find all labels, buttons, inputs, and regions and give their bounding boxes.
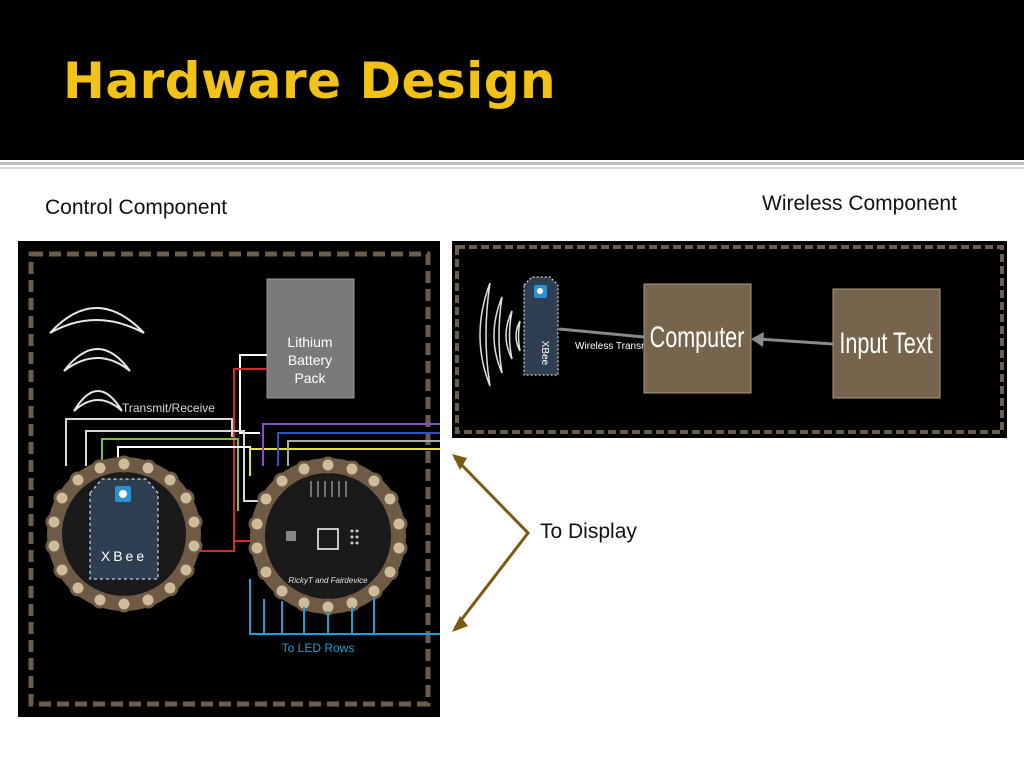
battery-label-line-1: Lithium: [287, 334, 332, 350]
board-label: RickyT and Fairdevice: [288, 576, 368, 585]
title-bar: Hardware Design: [0, 0, 1024, 160]
battery-pack: [266, 278, 355, 399]
dashed-border: [28, 251, 431, 707]
divider-line-secondary: [0, 167, 1024, 169]
dashed-border: [455, 245, 1004, 434]
transmit-receive-label: Transmit/Receive: [122, 401, 215, 415]
arrowhead: [751, 332, 764, 347]
transmit-waves-icon: [49, 307, 145, 412]
transmitter-link: [558, 327, 645, 339]
wireless-transmitter-label: Wireless Transmitter: [575, 341, 667, 352]
xbee-board: XBee: [45, 455, 203, 613]
to-display-label: To Display: [540, 520, 637, 543]
arrowhead-up-icon: [452, 454, 467, 470]
led-wires: [249, 579, 440, 635]
computer-label: Computer: [650, 319, 745, 353]
led-rows-label: To LED Rows: [282, 641, 355, 655]
microcontroller-board: RickyT and Fairdevice: [248, 456, 408, 616]
input-to-computer-arrow: [757, 337, 834, 346]
button-icon: [286, 531, 296, 541]
battery-label-line-2: Battery: [288, 352, 332, 368]
to-display-arrows: [452, 454, 530, 632]
divider-line: [0, 162, 1024, 165]
wireless-component-diagram: XBee Wireless Transmitter Computer Input…: [452, 241, 1007, 438]
xbee-label: XBee: [101, 548, 147, 564]
wireless-xbee-label: XBee: [539, 341, 550, 366]
input-text-box: [832, 288, 941, 399]
input-text-label: Input Text: [839, 325, 933, 359]
computer-box: [643, 283, 752, 394]
slide-title: Hardware Design: [63, 52, 557, 110]
arrowhead-down-icon: [452, 616, 468, 632]
battery-label-line-3: Pack: [294, 370, 326, 386]
wires: [65, 354, 440, 552]
control-component-label: Control Component: [45, 196, 228, 219]
wireless-xbee-module: XBee: [523, 276, 559, 376]
control-diagram-svg: Transmit/Receive Lithium Battery Pack: [28, 251, 440, 707]
control-component-diagram: Transmit/Receive Lithium Battery Pack: [18, 241, 440, 717]
wireless-diagram-svg: XBee Wireless Transmitter Computer Input…: [455, 245, 1004, 434]
chip-icon: [317, 528, 339, 550]
signal-waves-icon: [479, 282, 521, 387]
wireless-component-label: Wireless Component: [762, 192, 957, 215]
